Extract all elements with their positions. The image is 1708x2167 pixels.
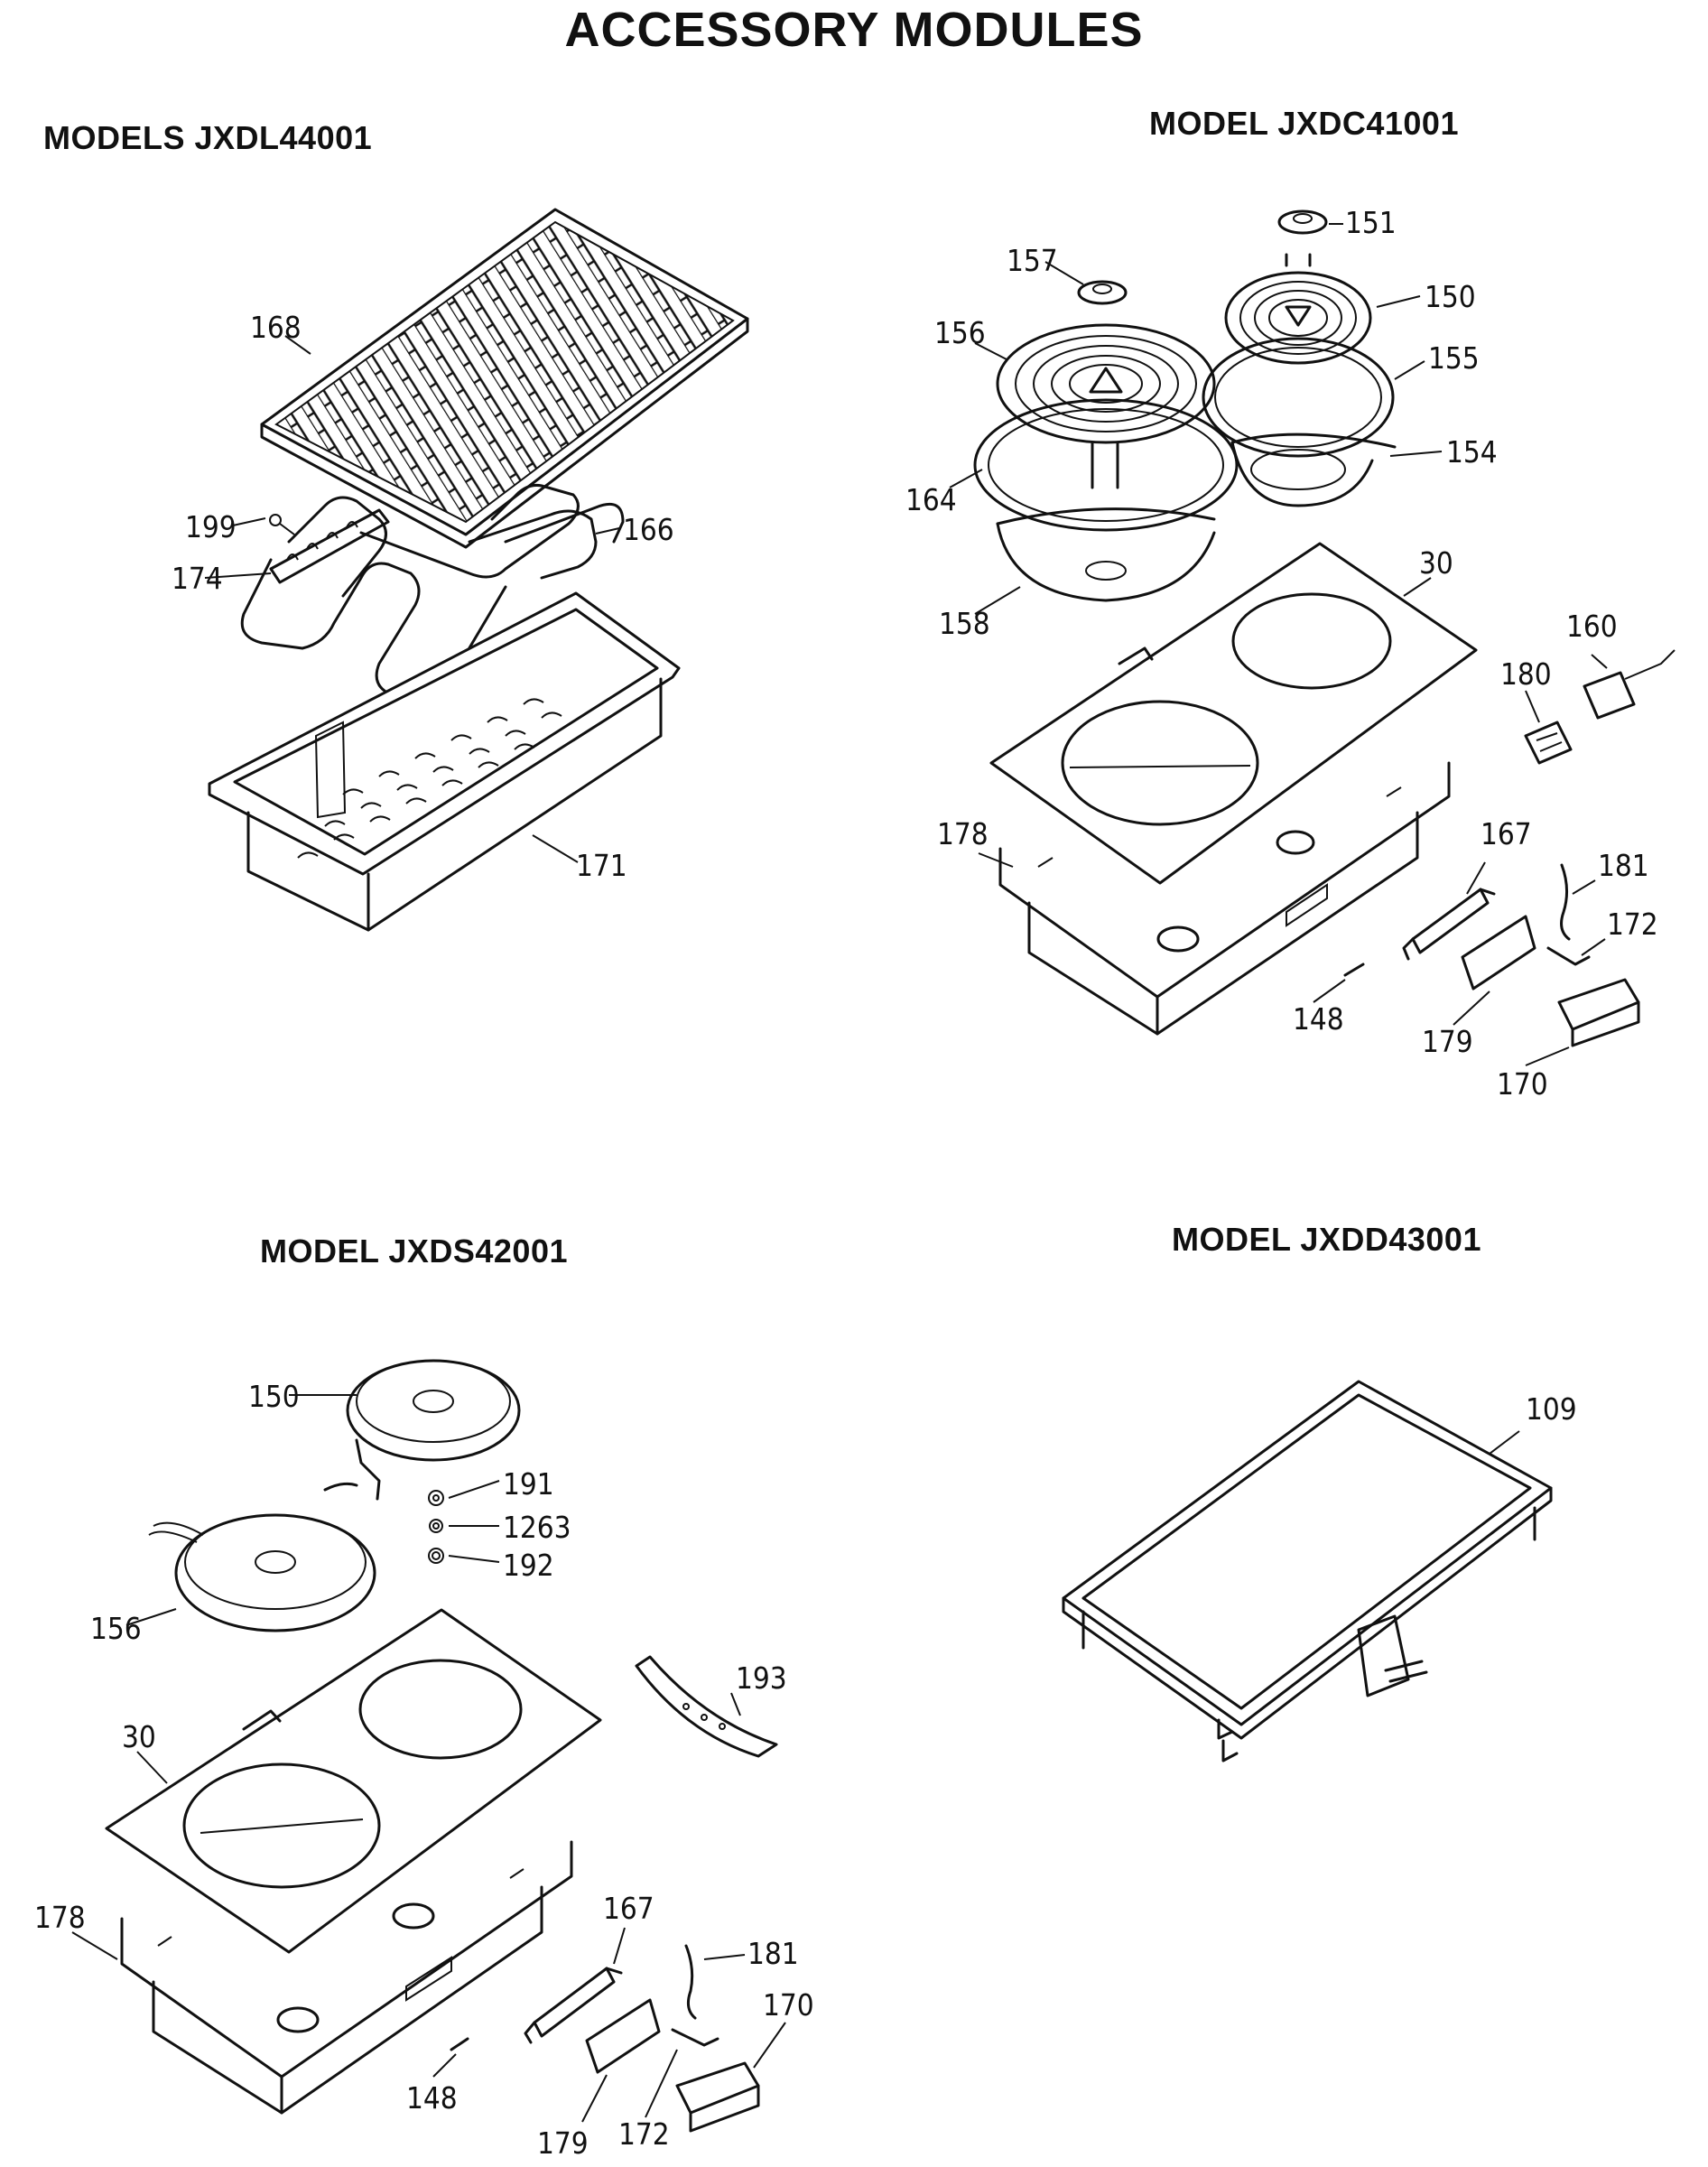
- solid-disk-element-large: [148, 1513, 376, 1632]
- switch-block-coil: [1557, 978, 1640, 1047]
- cooktop-box-coil: [998, 761, 1451, 1036]
- callout-150-disk: 150: [248, 1379, 300, 1414]
- callout-192: 192: [503, 1548, 554, 1583]
- callout-171: 171: [576, 848, 627, 883]
- screw-coil: [1343, 963, 1365, 977]
- screw-disk: [450, 2037, 469, 2051]
- callout-148-disk: 148: [406, 2080, 458, 2116]
- callout-170-disk: 170: [763, 1987, 814, 2023]
- cooktop-top-plate-disk: [105, 1608, 602, 1954]
- trim-ring-small: [1202, 337, 1395, 458]
- terminal-coil: [1546, 946, 1591, 966]
- wire-lead-disk: [684, 1944, 697, 2020]
- callout-178-coil: 178: [937, 816, 989, 851]
- terminal-screw: [428, 1548, 444, 1564]
- callout-164: 164: [905, 482, 957, 517]
- drip-bowl-large: [996, 507, 1216, 602]
- trim-ring-large: [973, 398, 1239, 532]
- coil-knob-small: [1077, 280, 1128, 305]
- callout-156: 156: [934, 315, 986, 350]
- switch-plate-coil: [1461, 915, 1536, 990]
- nut: [429, 1519, 443, 1533]
- callout-166: 166: [623, 512, 674, 547]
- coil-element-small: [1224, 253, 1372, 365]
- callout-150: 150: [1425, 279, 1476, 314]
- callout-109: 109: [1526, 1391, 1577, 1427]
- model-title-jxdc41001: MODEL JXDC41001: [1149, 105, 1459, 142]
- callout-178-disk: 178: [34, 1900, 86, 1935]
- callout-193: 193: [736, 1660, 787, 1696]
- solid-disk-element-small: [323, 1359, 521, 1501]
- switch-block-disk: [675, 2061, 760, 2133]
- callout-30-disk: 30: [122, 1719, 156, 1754]
- washer: [428, 1490, 444, 1506]
- callout-191: 191: [503, 1466, 554, 1502]
- callout-155: 155: [1428, 340, 1480, 376]
- switch-plate-disk: [585, 1998, 661, 2074]
- callout-151: 151: [1345, 205, 1397, 240]
- wire-lead-coil: [1560, 863, 1571, 941]
- terminal-disk: [671, 2028, 719, 2047]
- callout-160: 160: [1566, 609, 1618, 644]
- cooktop-box-disk: [120, 1840, 573, 2115]
- grill-module-drawing: 168 199 166 174 171: [172, 208, 749, 932]
- grill-screw: [269, 514, 282, 526]
- callout-181-coil: 181: [1598, 848, 1649, 883]
- callout-167-coil: 167: [1481, 816, 1532, 851]
- callout-179-disk: 179: [537, 2125, 589, 2161]
- model-title-jxdd43001: MODEL JXDD43001: [1172, 1221, 1481, 1258]
- callout-168: 168: [250, 310, 302, 345]
- page-title: ACCESSORY MODULES: [564, 3, 1144, 57]
- switch-bracket-coil: [1402, 888, 1496, 961]
- receptacle-block: [1524, 721, 1573, 765]
- callout-157: 157: [1007, 243, 1058, 278]
- callout-148-coil: 148: [1293, 1001, 1344, 1037]
- callout-172-coil: 172: [1607, 907, 1658, 942]
- callout-158: 158: [939, 606, 990, 641]
- callout-154: 154: [1446, 434, 1498, 470]
- grill-grate: [260, 208, 749, 549]
- callout-199: 199: [185, 509, 237, 544]
- callout-30-coil: 30: [1419, 545, 1453, 581]
- grill-drip-pan: [208, 591, 681, 932]
- grill-terminal-bracket: [269, 508, 390, 584]
- callout-181-disk: 181: [747, 1936, 799, 1971]
- callout-156-disk: 156: [90, 1611, 142, 1646]
- switch-bracket-disk: [524, 1967, 623, 2044]
- callout-179-coil: 179: [1422, 1024, 1473, 1059]
- callout-1263: 1263: [503, 1510, 571, 1545]
- callout-172-disk: 172: [618, 2116, 670, 2152]
- callout-180: 180: [1500, 656, 1552, 692]
- callout-170-coil: 170: [1497, 1066, 1548, 1102]
- callout-174: 174: [172, 561, 223, 596]
- model-title-jxdl44001: MODELS JXDL44001: [43, 119, 373, 156]
- griddle-plug: [1357, 1614, 1428, 1697]
- coil-knob-large: [1277, 209, 1328, 235]
- coil-element-large: [996, 323, 1216, 489]
- coil-module-drawing: 151 157 150 156 155 154 164 30 158 160 1…: [905, 205, 1676, 1102]
- mounting-bracket: [635, 1655, 778, 1758]
- solid-disk-module-drawing: 150 191 1263 192 156 193 30 178 167 181 …: [34, 1359, 814, 2161]
- power-connector-block: [1583, 649, 1676, 720]
- griddle-module-drawing: 109: [1062, 1380, 1577, 1762]
- cooktop-top-plate-coil: [989, 542, 1478, 885]
- model-title-jxds42001: MODEL JXDS42001: [260, 1232, 568, 1270]
- callout-167-disk: 167: [603, 1891, 654, 1926]
- drip-bowl-small: [1230, 432, 1397, 507]
